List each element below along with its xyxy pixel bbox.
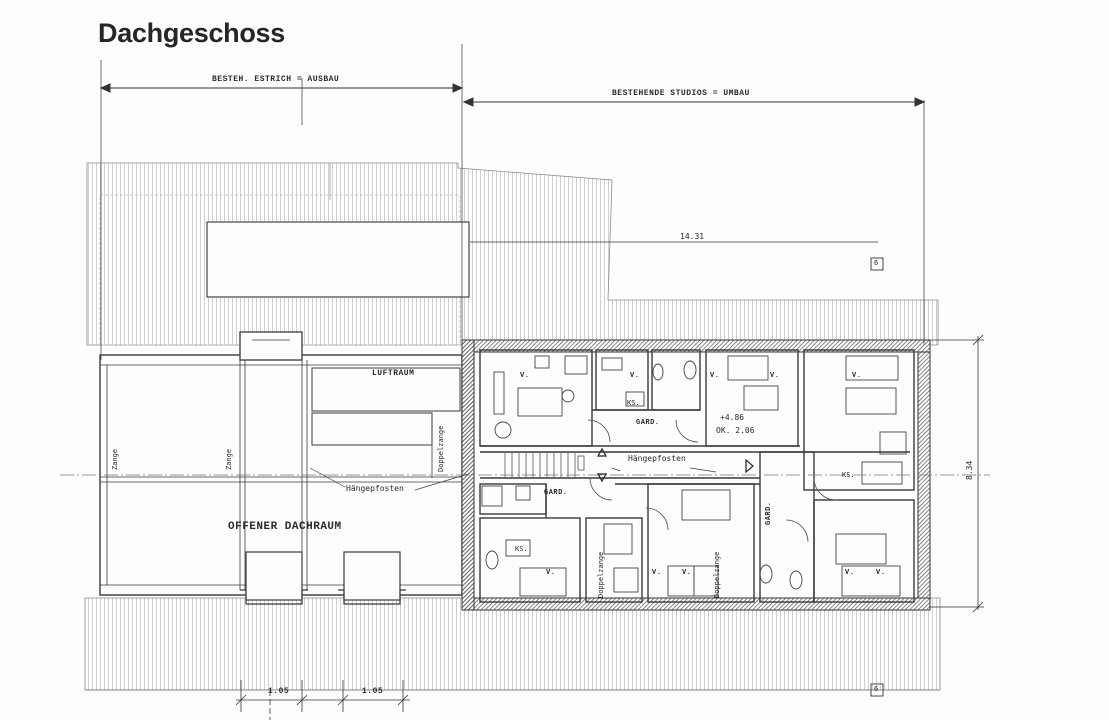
studio-walls [479,349,915,603]
label-v-9: V. [845,569,855,577]
label-ks-3: KS. [842,471,855,479]
label-ks-2: KS. [515,545,528,553]
label-v-8: V. [682,569,692,577]
label-level-ok: OK. 2.06 [716,426,755,435]
label-doppelzange-1: Doppelzange [437,425,445,472]
label-zange-2: Zange [225,448,233,470]
label-v-4: V. [770,372,780,380]
roof-bottom [84,597,941,691]
label-studios: BESTEHENDE STUDIOS = UMBAU [612,89,750,98]
dimension-1431: 14.31 [680,232,705,241]
dimension-105-b: 1.05 [362,687,384,696]
label-offener-dachraum: OFFENER DACHRAUM [228,521,342,533]
label-v-10: V. [876,569,886,577]
section-marker-bottom: 6 [874,685,879,693]
dimension-line-bottom [235,680,410,720]
label-v-2: V. [630,372,640,380]
dimension-834: 8.34 [965,460,974,480]
label-luftraum: LUFTRAUM [372,369,415,378]
section-marker-top: 6 [874,259,879,267]
door-swings [587,419,837,543]
corridor-arrows [596,447,754,483]
label-doppelzange-2: Doppelzange [597,551,605,598]
leader-lines [309,467,717,491]
label-level: +4.86 [720,413,745,422]
label-v-5: V. [852,372,862,380]
dimension-lines-top [99,44,926,360]
stair [504,452,585,478]
dimension-105-a: 1.05 [268,687,290,696]
label-haengepfosten-left: Hängepfosten [346,484,404,493]
label-zange-1: Zange [111,448,119,470]
section-markers [870,257,884,697]
label-doppelzange-3: Doppelzange [713,551,721,598]
page-title: Dachgeschoss [98,18,285,48]
label-estrich: BESTEH. ESTRICH = AUSBAU [212,75,340,84]
label-ks-1: KS. [627,399,640,407]
dimension-line-right [930,334,984,613]
label-gard-1: GARD. [636,419,660,427]
label-v-3: V. [710,372,720,380]
furniture [481,355,907,597]
label-haengepfosten-right: Hängepfosten [628,454,686,463]
label-v-6: V. [546,569,556,577]
label-v-1: V. [520,372,530,380]
label-gard-2: GARD. [544,489,568,497]
label-gard-3: GARD. [765,501,773,525]
roof-top [86,162,939,346]
label-v-7: V. [652,569,662,577]
